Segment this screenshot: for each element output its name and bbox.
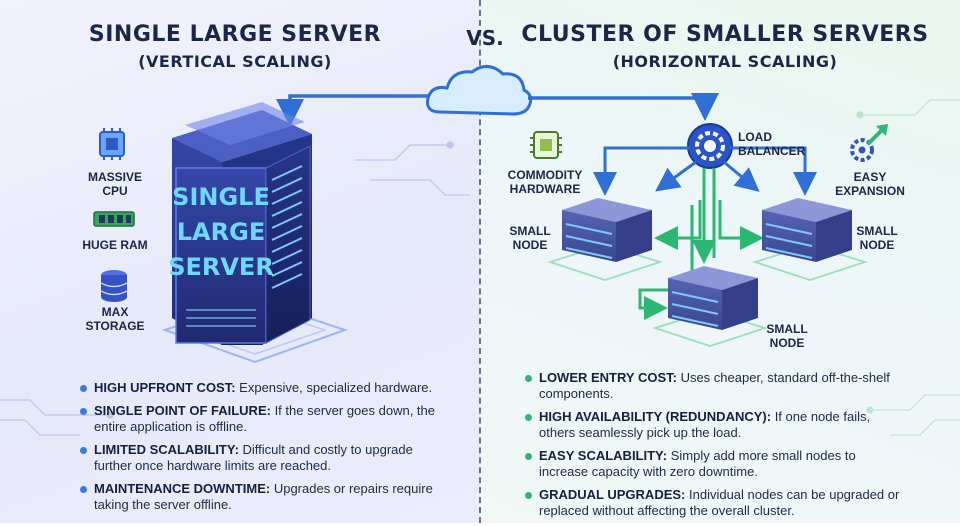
small-node-bottom-icon	[668, 266, 758, 330]
large-server-icon	[172, 102, 312, 345]
ram-icon	[93, 211, 135, 227]
list-item: LOWER ENTRY COST: Uses cheaper, standard…	[525, 370, 905, 402]
cloud-icon	[426, 65, 533, 116]
list-item: MAINTENANCE DOWNTIME: Upgrades or repair…	[80, 481, 450, 513]
list-item: EASY SCALABILITY: Simply add more small …	[525, 448, 905, 480]
vs-label: VS.	[466, 26, 504, 50]
commodity-hardware-label: COMMODITY HARDWARE	[507, 168, 583, 196]
left-points-list: HIGH UPFRONT COST: Expensive, specialize…	[80, 380, 450, 520]
small-node-left-icon	[562, 198, 652, 262]
server-label-line-3: SERVER	[168, 253, 274, 281]
easy-expansion-gear-icon	[850, 124, 888, 162]
spec-label-cpu: MASSIVE CPU	[87, 170, 142, 198]
right-panel-background	[480, 0, 960, 523]
load-balancer-arrows	[593, 146, 817, 320]
list-item: HIGH AVAILABILITY (REDUNDANCY): If one n…	[525, 409, 905, 441]
circuit-traces-left	[0, 141, 470, 436]
server-front-grille	[186, 309, 256, 327]
small-node-label-bottom: SMALL NODE	[766, 322, 808, 350]
center-divider	[479, 0, 481, 523]
left-subtitle: (VERTICAL SCALING)	[138, 52, 332, 71]
server-label-line-1: SINGLE	[172, 183, 270, 211]
left-title: SINGLE LARGE SERVER	[88, 22, 382, 47]
right-title: CLUSTER OF SMALLER SERVERS	[521, 22, 929, 47]
small-node-right-icon	[762, 198, 852, 262]
commodity-chip-icon	[530, 131, 562, 159]
circuit-traces-right	[856, 99, 960, 436]
list-item: LIMITED SCALABILITY: Difficult and costl…	[80, 442, 450, 474]
server-label-line-2: LARGE	[177, 218, 265, 246]
storage-icon	[100, 270, 128, 302]
small-node-label-right: SMALL NODE	[856, 224, 898, 252]
load-balancer-gear-icon	[687, 123, 733, 169]
easy-expansion-label: EASY EXPANSION	[835, 170, 905, 198]
right-subtitle: (HORIZONTAL SCALING)	[612, 52, 838, 71]
small-node-label-left: SMALL NODE	[509, 224, 551, 252]
server-vent-slots	[271, 165, 303, 289]
spec-label-storage: MAX STORAGE	[85, 305, 145, 333]
list-item: SINGLE POINT OF FAILURE: If the server g…	[80, 403, 450, 435]
right-points-list: LOWER ENTRY COST: Uses cheaper, standard…	[525, 370, 905, 526]
load-balancer-label: LOAD BALANCER	[738, 130, 806, 158]
list-item: GRADUAL UPGRADES: Individual nodes can b…	[525, 487, 905, 519]
cpu-icon	[99, 128, 125, 160]
list-item: HIGH UPFRONT COST: Expensive, specialize…	[80, 380, 450, 396]
spec-label-ram: HUGE RAM	[82, 238, 148, 252]
